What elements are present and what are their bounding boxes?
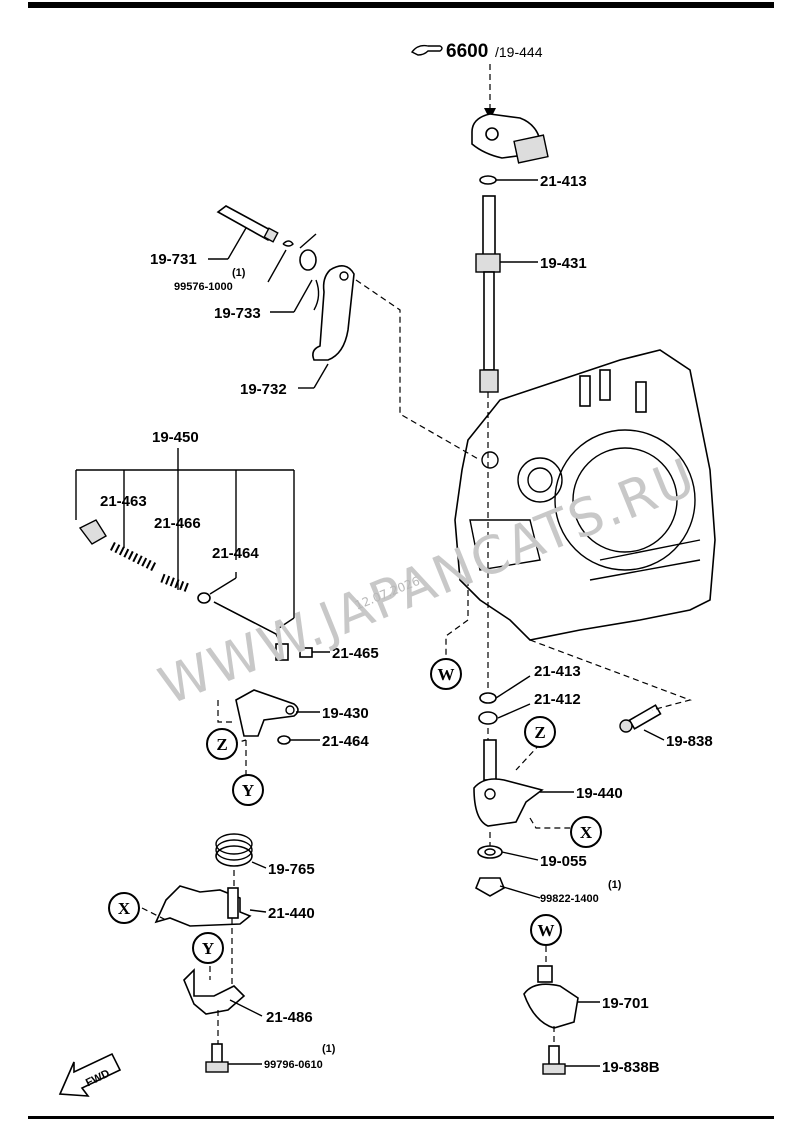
reference-sub[interactable]: /19-444 [495,44,543,60]
part-19-838b[interactable]: 19-838B [602,1059,660,1076]
manual-valve-lever-part [473,739,544,827]
callout-w2-label: W [538,921,555,940]
part-19-731[interactable]: 19-731 [150,251,197,268]
callout-x1-label: X [118,899,131,918]
detent-rod-part [216,205,279,243]
pointing-hand-icon [410,44,443,56]
spring-clip-part [282,233,320,311]
part-19-450[interactable]: 19-450 [152,429,199,446]
part-99822-qty: (1) [608,879,622,891]
part-19-733[interactable]: 19-733 [214,305,261,322]
part-19-838[interactable]: 19-838 [666,733,713,750]
part-19-732[interactable]: 19-732 [240,381,287,398]
callout-y2-label: Y [202,939,214,958]
sensor-part [471,113,549,164]
part-99576-1000[interactable]: 99576-1000 [174,281,233,293]
valve-group [78,519,313,661]
part-19-431[interactable]: 19-431 [540,255,587,272]
o-ring-parts [478,692,498,725]
reference-header[interactable]: 6600 /19-444 [410,41,543,62]
part-labels: 21-413 19-431 19-731 (1) 99576-1000 19-7… [100,173,713,1076]
part-21-412[interactable]: 21-412 [534,691,581,708]
case-bolt-part [619,704,662,733]
callout-y1-label: Y [242,781,254,800]
leader-lines [75,179,665,1067]
part-19-701[interactable]: 19-701 [602,995,649,1012]
part-21-465[interactable]: 21-465 [332,645,379,662]
callout-z1[interactable]: Z [206,728,238,760]
callout-w1[interactable]: W [430,658,462,690]
part-21-466[interactable]: 21-466 [154,515,201,532]
part-99576-qty: (1) [232,267,246,279]
part-21-486[interactable]: 21-486 [266,1009,313,1026]
part-19-430[interactable]: 19-430 [322,705,369,722]
part-19-055[interactable]: 19-055 [540,853,587,870]
callout-y1[interactable]: Y [232,774,264,806]
part-21-440[interactable]: 21-440 [268,905,315,922]
fwd-arrow-icon: FWD [58,1052,122,1097]
callout-x2[interactable]: X [570,816,602,848]
detent-lever-part [312,265,355,361]
roller-bracket-part [183,968,246,1015]
part-21-413-top[interactable]: 21-413 [540,173,587,190]
washer-parts [474,845,506,897]
bolt-part [205,1043,229,1073]
callout-w1-label: W [438,665,455,684]
part-21-413-lower[interactable]: 21-413 [534,663,581,680]
part-99796-qty: (1) [322,1043,336,1055]
part-21-464-upper[interactable]: 21-464 [212,545,259,562]
callout-z1-label: Z [216,735,227,754]
bottom-border [28,1116,774,1119]
actuator-part [523,965,579,1075]
manual-shaft-part [475,175,501,393]
callout-z2[interactable]: Z [524,716,556,748]
callout-x1[interactable]: X [108,892,140,924]
callout-y2[interactable]: Y [192,932,224,964]
part-99796-0610[interactable]: 99796-0610 [264,1059,323,1071]
callout-w2[interactable]: W [530,914,562,946]
top-border [28,2,774,8]
manual-plate-part [235,689,299,745]
part-21-464-lower[interactable]: 21-464 [322,733,369,750]
callout-z2-label: Z [534,723,545,742]
spring-part [215,833,253,867]
reference-main[interactable]: 6600 [446,41,488,62]
assembly-lines [141,279,692,1044]
transmission-case [454,349,716,641]
part-21-463[interactable]: 21-463 [100,493,147,510]
part-19-440[interactable]: 19-440 [576,785,623,802]
part-99822-1400[interactable]: 99822-1400 [540,893,599,905]
bracket-part [154,885,252,927]
callout-x2-label: X [580,823,593,842]
part-19-765[interactable]: 19-765 [268,861,315,878]
